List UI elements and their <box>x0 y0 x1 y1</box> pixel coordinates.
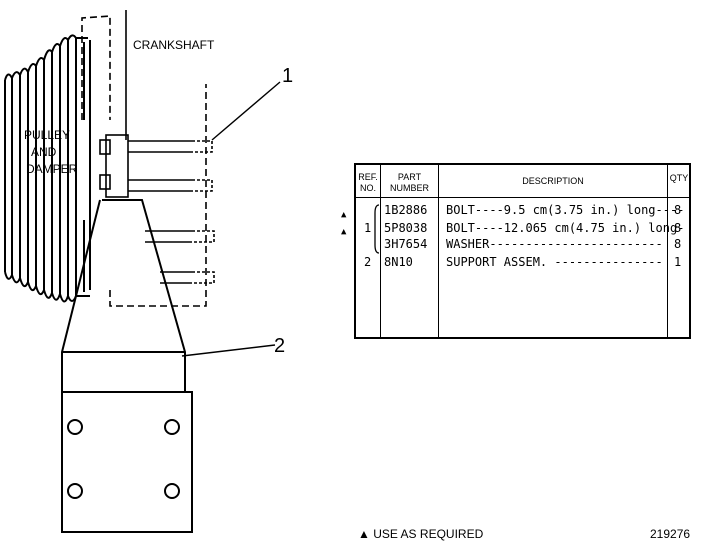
row-1-qty: 8 <box>674 203 682 217</box>
crankshaft-label: CRANKSHAFT <box>133 38 215 52</box>
support-assembly <box>61 199 193 533</box>
damper-label: DAMPER <box>26 162 78 176</box>
row-1-description: BOLT----9.5 cm(3.75 in.) long---- <box>446 203 685 217</box>
row-4-ref: 2 <box>364 255 372 269</box>
leader-lines <box>181 81 281 357</box>
row-2-qty: 8 <box>674 221 682 235</box>
bolts <box>99 134 215 284</box>
row-2-ref: 1 <box>364 221 372 235</box>
pulley-label: PULLEY <box>24 128 71 142</box>
description-header: DESCRIPTION <box>522 176 584 186</box>
crankshaft <box>81 10 207 307</box>
part-header-line1: PART <box>397 172 422 182</box>
row-4-description: SUPPORT ASSEM. --------------- <box>446 255 663 269</box>
row-3-part: 3H7654 <box>384 237 428 251</box>
callout-1: 1 <box>282 65 294 87</box>
row-3-description: WASHER------------------------ <box>446 237 663 251</box>
pulley-damper <box>4 34 91 303</box>
part-header-line2: NUMBER <box>389 183 429 193</box>
and-label: AND <box>31 145 57 159</box>
row-2-marker: ▲ <box>341 227 347 237</box>
row-4-part: 8N10 <box>384 255 413 269</box>
row-1-marker: ▲ <box>341 210 347 220</box>
row-2-description: BOLT----12.065 cm(4.75 in.) long- <box>446 221 685 235</box>
use-as-required-note: ▲ USE AS REQUIRED <box>358 527 484 541</box>
group-bracket <box>374 204 380 254</box>
ref-header-line1: REF. <box>358 172 378 182</box>
ref-header-line2: NO. <box>359 183 376 193</box>
row-3-qty: 8 <box>674 237 682 251</box>
parts-table: REF. NO. PART NUMBER DESCRIPTION QTY 1B2… <box>354 163 691 339</box>
row-1-part: 1B2886 <box>384 203 428 217</box>
drawing-number: 219276 <box>650 527 691 541</box>
row-4-qty: 1 <box>674 255 682 269</box>
qty-header: QTY <box>669 173 689 183</box>
row-2-part: 5P8038 <box>384 221 428 235</box>
callout-2: 2 <box>274 335 286 357</box>
